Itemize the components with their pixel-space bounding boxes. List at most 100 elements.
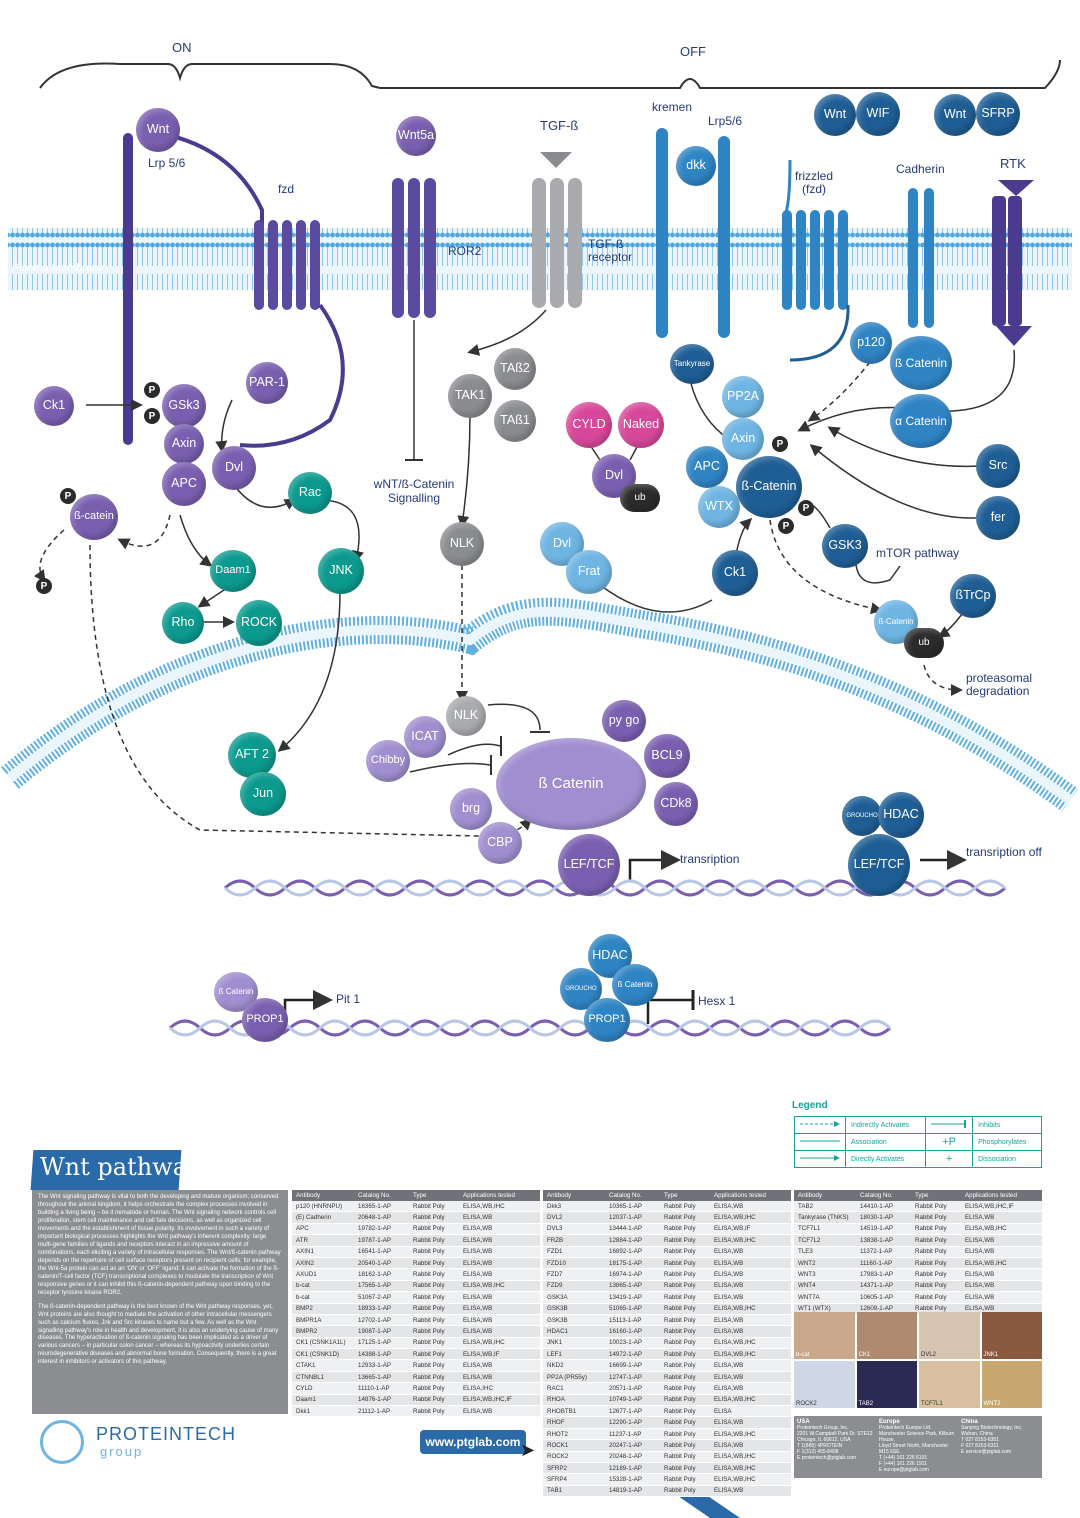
jnk-node: JNK [318,548,364,594]
table-cell: 16160-1-AP [609,1327,643,1335]
pp2a-node: PP2A [722,376,764,418]
table-cell: Rabbit Poly [413,1407,445,1415]
table-cell: Rabbit Poly [413,1339,445,1347]
nlk-node: NLK [440,522,484,566]
table-cell: 14388-1-AP [358,1350,392,1358]
table-cell: ROCK2 [547,1453,569,1461]
sfrp-node: SFRP [976,92,1020,136]
table-cell: ELISA,WB [463,1327,493,1335]
table-cell: 10365-1-AP [609,1202,643,1210]
icat-node: ICAT [404,716,446,758]
table-cell: CYLD [296,1384,313,1392]
table-cell: ELISA,WB [463,1236,493,1244]
cbp-node: CBP [478,822,522,864]
cursor-icon: ➤ [520,1440,536,1460]
table-cell: RHOT2 [547,1430,568,1438]
table-cell: AXIN1 [296,1248,314,1256]
table-cell: ELISA,WB,IHC [714,1396,756,1404]
phospho-badge: P [36,578,52,594]
table-cell: ELISA,WB [714,1373,744,1381]
table-cell: APC [296,1225,309,1233]
hdac-node: HDAC [878,792,924,838]
table-cell: Tankyrase (TNKS) [798,1214,849,1222]
table-cell: WT1 (WTX) [798,1305,831,1313]
btrcp-node: ßTrCp [950,574,996,618]
table-cell: 14519-1-AP [860,1225,894,1233]
table-cell: ELISA,WB,IHC [714,1214,756,1222]
table-cell: ELISA,WB [463,1214,493,1222]
table-cell: GSK3A [547,1293,568,1301]
table-cell: Rabbit Poly [664,1305,696,1313]
website-link[interactable]: www.ptglab.com [420,1430,526,1454]
table-cell: ELISA,WB [463,1373,493,1381]
table-cell: ELISA,WB [965,1236,995,1244]
col-applications: Applications tested [463,1192,515,1199]
table-cell: Rabbit Poly [413,1248,445,1256]
table-cell: 11372-1-AP [860,1248,893,1256]
wtx-node: WTX [698,486,740,528]
col-antibody: Antibody [547,1192,572,1199]
dkk-node: dkk [676,146,716,186]
table-cell: 19087-1-AP [358,1327,392,1335]
table-cell: FZD1 [547,1248,563,1256]
table-cell: Rabbit Poly [915,1282,947,1290]
table-cell: Rabbit Poly [413,1305,445,1313]
table-header: Antibody Catalog No. Type Applications t… [543,1190,791,1201]
table-cell: 12037-1-AP [609,1214,643,1222]
apc2-node: APC [686,446,728,488]
groucho-node: GROUCHO [842,796,882,836]
table-cell: RHOA [547,1396,565,1404]
table-cell: 17565-1-AP [358,1282,392,1290]
table-cell: Rabbit Poly [664,1396,696,1404]
thumb-image: TAB2 [856,1361,917,1408]
table-cell: Rabbit Poly [664,1487,696,1495]
legend-phospho-symbol: +P [925,1133,974,1151]
thumb-image: CK1 [856,1312,917,1359]
table-cell: ELISA,WB [714,1282,744,1290]
rtk-label: RTK [1000,156,1026,171]
table-cell: ELISA,WB,IHC [714,1464,756,1472]
table-cell: AXUD1 [296,1271,317,1279]
cyld-node: CYLD [566,402,612,448]
table-cell: ELISA,WB,IHC,IF [965,1202,1014,1210]
tgfb-receptor-label: TGF-ß receptor [588,237,633,265]
table-cell: CTAK1 [296,1362,316,1370]
table-cell: Rabbit Poly [413,1350,445,1358]
table-cell: ELISA,WB,IHC [714,1350,756,1358]
plasma-membrane-label: Plasma Membrane [12,262,105,274]
pygo-node: py go [602,700,646,742]
table-cell: Rabbit Poly [413,1293,445,1301]
ror2-label: ROR2 [448,244,482,258]
legend-inhibits: Inhibits [972,1116,1042,1134]
table-cell: (E) Cadherin [296,1214,332,1222]
table-cell: ELISA,WB [714,1487,744,1495]
gsk3b-node: GSK3 [822,524,868,568]
table-cell: HDAC1 [547,1327,568,1335]
aft2-node: AFT 2 [228,732,276,778]
table-cell: Rabbit Poly [915,1202,947,1210]
pathway-diagram [1,59,1079,1037]
table-cell: ELISA,WB [463,1316,493,1324]
table-cell: ELISA,WB [463,1305,493,1313]
description-para-1: The Wnt signaling pathway is vital to bo… [38,1194,281,1296]
table-cell: ELISA,WB,IHC [463,1282,505,1290]
bcatein-node: ß-catein [70,494,118,540]
table-cell: Rabbit Poly [664,1271,696,1279]
table-cell: 16699-1-AP [609,1362,643,1370]
